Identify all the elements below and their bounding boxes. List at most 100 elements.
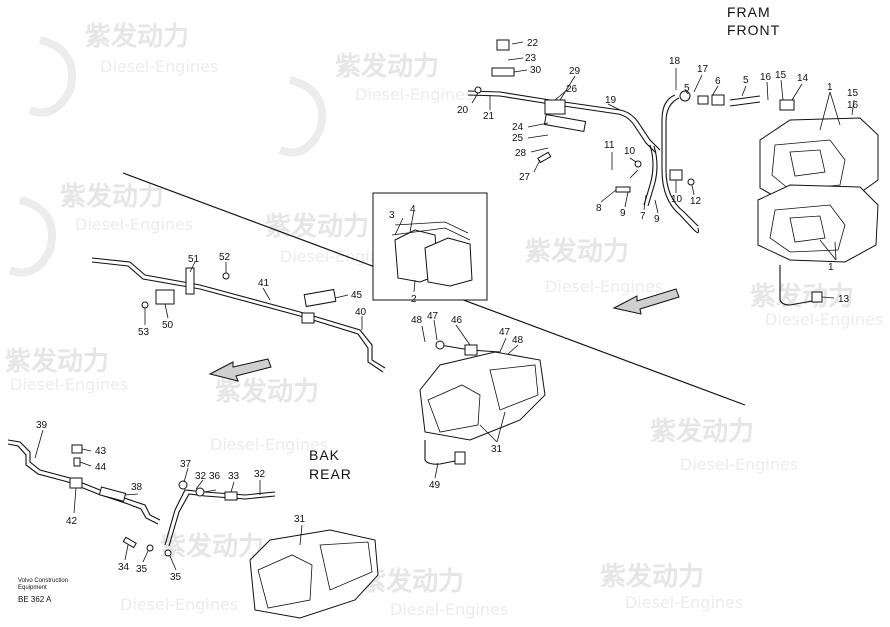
watermark-brand-en: Diesel-Engines	[545, 277, 663, 296]
callout-12: 12	[690, 196, 702, 207]
hose-38	[98, 486, 127, 502]
front-caliper-upper	[759, 117, 879, 206]
callout-15a: 15	[775, 70, 787, 81]
leader	[829, 91, 841, 126]
watermark-brand-en: Diesel-Engines	[280, 247, 398, 266]
washer-11	[634, 160, 642, 168]
leader	[851, 99, 855, 116]
leader	[79, 461, 92, 467]
rear-brake-line-assembly-lower	[7, 439, 276, 557]
clamp-10	[669, 169, 683, 181]
company-name-line1: Volvo Construction	[18, 578, 68, 584]
leader	[607, 103, 621, 111]
bleed-screw	[454, 451, 466, 465]
callout-30: 30	[530, 65, 542, 76]
watermark-brand: 紫发动力	[650, 416, 754, 447]
callout-42: 42	[66, 516, 78, 527]
callout-23: 23	[525, 53, 537, 64]
union-22	[496, 39, 510, 51]
watermark-brand: 紫发动力	[525, 236, 629, 267]
watermark-brand-en: Diesel-Engines	[210, 435, 328, 454]
callout-1b: 1	[828, 262, 834, 273]
nut-43	[71, 444, 83, 454]
leader	[124, 493, 139, 496]
brake-pipe-19-inner	[467, 94, 657, 154]
watermark-brand: 紫发动力	[60, 181, 164, 212]
leader	[124, 544, 129, 561]
caliper-body	[419, 351, 546, 441]
callout-51: 51	[188, 254, 200, 265]
callout-49: 49	[429, 480, 441, 491]
callout-6: 6	[715, 76, 721, 87]
bleed-pipe-49	[424, 440, 461, 465]
watermark-brand: 紫发动力	[600, 561, 704, 592]
front-heading-english: FRONT	[727, 22, 780, 38]
bolt-44	[73, 457, 81, 467]
watermark-brand-en: Diesel-Engines	[75, 215, 193, 234]
caliper-detail	[489, 364, 539, 411]
leader	[183, 467, 189, 483]
watermark-brand: 紫发动力	[160, 531, 264, 562]
callout-16: 16	[760, 72, 772, 83]
leader	[821, 296, 835, 299]
watermark-1: 紫发动力 Diesel-Engines	[28, 21, 218, 117]
caliper-detail	[789, 149, 826, 177]
leader	[164, 303, 169, 319]
rear-caliper-upper	[419, 340, 546, 465]
leader	[624, 191, 629, 208]
callout-8: 8	[596, 203, 602, 214]
watermark-brand: 紫发动力	[750, 281, 854, 312]
watermark-brand-en: Diesel-Engines	[100, 57, 218, 76]
arrow-left-icon	[208, 358, 272, 382]
watermark-logo-icon	[8, 196, 56, 277]
watermark-3: 紫发动力 Diesel-Engines	[8, 181, 193, 277]
leader	[693, 74, 703, 93]
watermark-10: 紫发动力 Diesel-Engines	[120, 531, 264, 614]
leader	[819, 91, 831, 131]
clip-51	[185, 267, 195, 295]
leader	[195, 479, 204, 490]
watermark-4: 紫发动力 Diesel-Engines	[265, 211, 398, 266]
callout-52: 52	[219, 252, 231, 263]
union-33	[224, 491, 238, 501]
direction-arrow-front	[612, 288, 680, 315]
clip-30	[491, 67, 515, 77]
callout-47a: 47	[427, 311, 439, 322]
leader	[600, 189, 617, 203]
brake-pad-inset	[372, 192, 488, 301]
callout-9a: 9	[620, 208, 626, 219]
front-brake-line-assembly	[467, 39, 795, 234]
callout-10b: 10	[671, 194, 683, 205]
watermark-brand: 紫发动力	[5, 346, 109, 377]
brake-hose-5-inner	[729, 101, 761, 107]
watermark-11: 紫发动力 Diesel-Engines	[360, 566, 508, 619]
callout-27: 27	[519, 172, 531, 183]
nut-20	[474, 86, 482, 94]
watermark-layer: 紫发动力 Diesel-Engines 紫发动力 Diesel-Engines …	[5, 21, 883, 619]
rear-heading-swedish: BAK	[309, 447, 340, 463]
callout-29: 29	[569, 66, 581, 77]
leader	[819, 239, 837, 261]
bolt-34	[122, 536, 137, 549]
leader	[34, 429, 44, 459]
rear-caliper-lower	[249, 529, 379, 619]
caliper-body	[757, 184, 879, 263]
watermark-brand: 紫发动力	[85, 21, 189, 52]
callout-11: 11	[604, 140, 615, 151]
leader	[455, 324, 471, 346]
callout-36: 36	[209, 471, 221, 482]
watermark-brand-en: Diesel-Engines	[390, 600, 508, 619]
brake-pipe-to-caliper-inner	[665, 97, 699, 227]
leader	[434, 462, 439, 479]
callout-48a: 48	[411, 315, 423, 326]
bracket-24	[543, 114, 587, 132]
callout-9b: 9	[654, 214, 660, 225]
leader	[73, 487, 77, 514]
callout-18: 18	[669, 56, 681, 67]
watermark-logo-icon	[278, 76, 326, 157]
callout-40: 40	[355, 307, 367, 318]
callout-31b: 31	[294, 514, 306, 525]
callout-35a: 35	[136, 564, 148, 575]
callout-26: 26	[566, 84, 578, 95]
watermark-brand: 紫发动力	[215, 376, 319, 407]
